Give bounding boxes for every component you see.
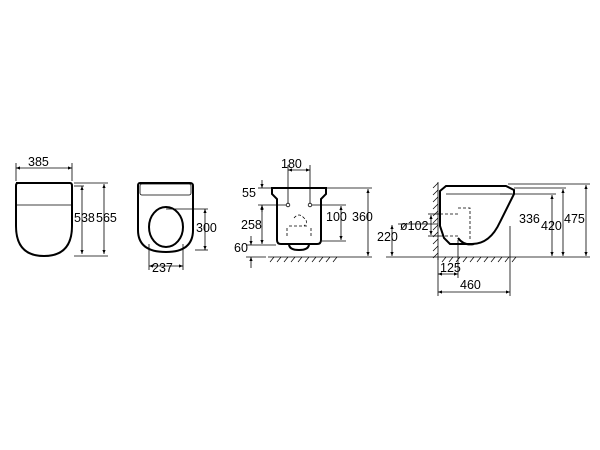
dim-label-336: 336 [519, 212, 540, 226]
dim-label-475: 475 [564, 212, 585, 226]
seat-view: 300 237 [137, 182, 217, 275]
dim-label-538: 538 [74, 211, 95, 225]
dim-label-258: 258 [241, 218, 262, 232]
seat-view-outer [137, 182, 194, 254]
dim-label-385: 385 [28, 155, 49, 169]
dim-label-565: 565 [96, 211, 117, 225]
dim-label-360: 360 [352, 210, 373, 224]
top-view: 385 538 565 [15, 155, 117, 258]
side-view-body [439, 185, 515, 245]
dim-label-55: 55 [242, 186, 256, 200]
dim-label-125: 125 [440, 261, 461, 275]
front-view: 180 55 258 60 100 360 [234, 157, 373, 268]
dim-label-100: 100 [326, 210, 347, 224]
dim-label-220: 220 [377, 230, 398, 244]
dim-label-102: ø102 [400, 219, 429, 233]
side-view-wall-hatch [432, 182, 439, 259]
dim-label-300: 300 [196, 221, 217, 235]
side-view: 220 ø102 336 420 475 125 460 [377, 182, 590, 296]
dim-label-180: 180 [281, 157, 302, 171]
dim-label-460: 460 [460, 278, 481, 292]
seat-view-tank [139, 183, 192, 196]
front-view-body [271, 187, 327, 245]
side-view-floor-hatch [441, 256, 517, 263]
dim-label-237: 237 [152, 261, 173, 275]
dim-label-420: 420 [541, 219, 562, 233]
top-view-bowl [15, 182, 73, 258]
dim-label-60: 60 [234, 241, 248, 255]
seat-view-opening [148, 206, 184, 248]
front-view-hatch [269, 256, 338, 263]
front-view-hidden-lines [286, 214, 312, 236]
